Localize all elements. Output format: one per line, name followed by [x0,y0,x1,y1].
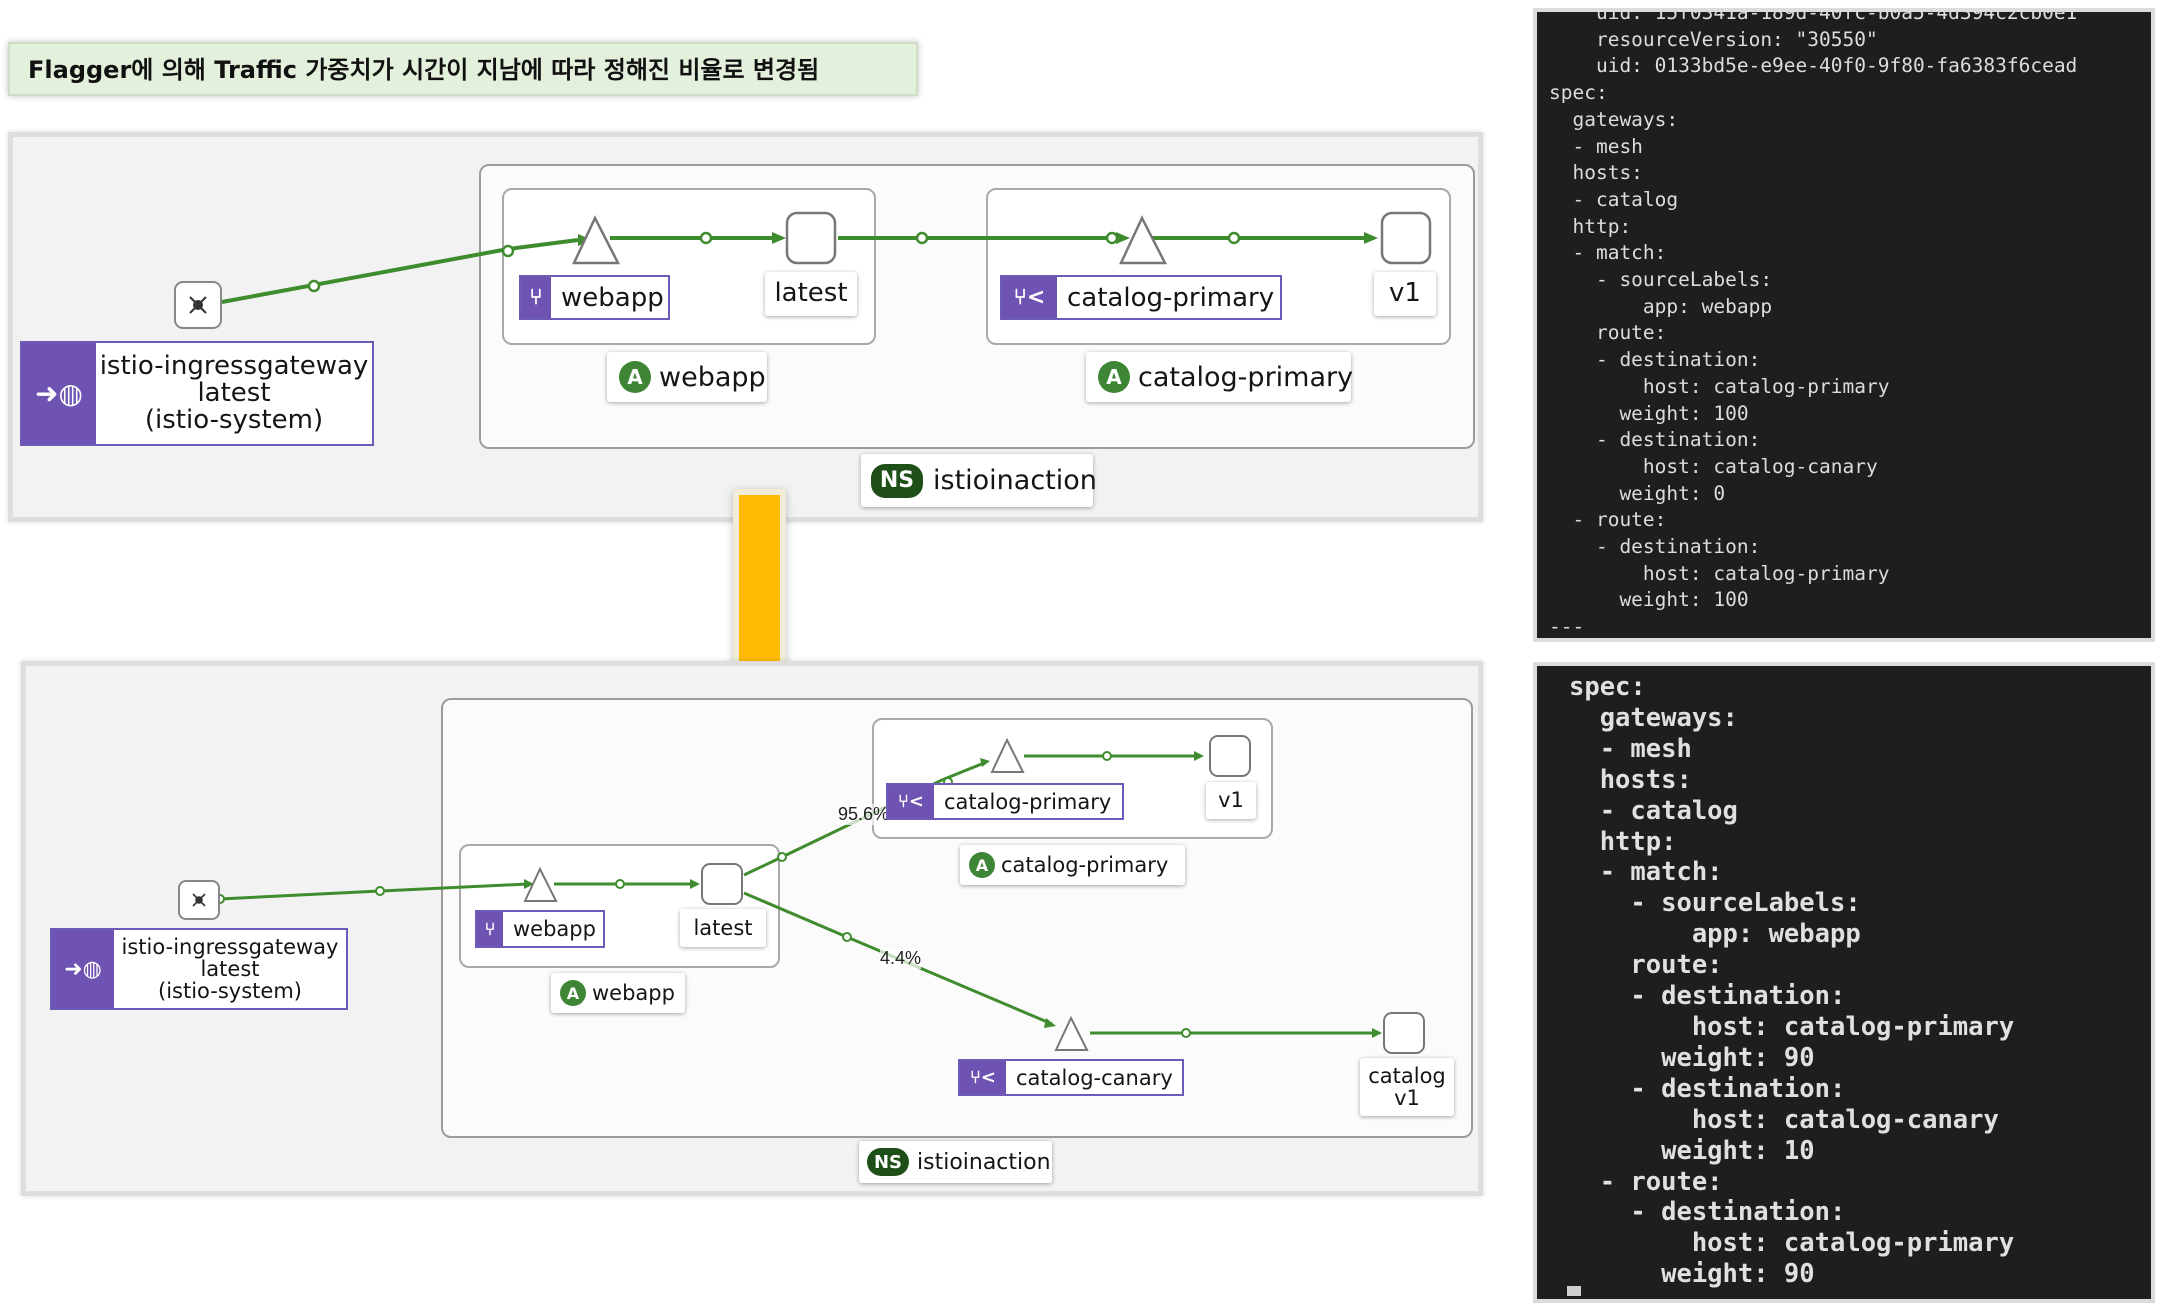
gateway-version: latest [197,377,271,408]
code-line: uid: 0133bd5e-e9ee-40f0-9f80-fa6383f6cea… [1549,54,2078,78]
code-line: - route: [1569,1166,1723,1197]
code-line: - sourceLabels: [1569,888,1861,919]
gateway-globe-icon: ➜◍ [22,343,96,444]
code-line: - mesh [1549,134,1643,158]
bottom-catalog-primary-service-label[interactable]: ⑂< catalog-primary [886,783,1124,820]
canary-traffic-percent: 4.4% [880,948,922,969]
top-ingress-gateway[interactable]: ➜◍ istio-ingressgateway latest (istio-sy… [20,341,374,446]
code-line: gateways: [1549,107,1679,131]
code-line: host: catalog-canary [1549,454,1878,478]
app-badge: A [1098,361,1130,393]
code-line: resourceVersion: "30550" [1549,27,1878,51]
code-line: - destination: [1549,535,1761,559]
bottom-ingress-gateway[interactable]: ➜◍ istio-ingressgateway latest (istio-sy… [50,928,348,1010]
code-line: - destination: [1569,1197,1846,1228]
bottom-catalog-primary-app-tag[interactable]: A catalog-primary [960,845,1185,885]
app-badge: A [619,361,651,393]
bottom-namespace-tag[interactable]: NS istioinaction [859,1141,1052,1183]
app-badge: A [969,852,995,878]
code-panel-bottom: spec: gateways: - mesh hosts: - catalog … [1533,662,2155,1303]
top-webapp-app-tag[interactable]: A webapp [607,352,767,402]
code-line: weight: 100 [1549,588,1749,612]
code-line: spec: [1549,81,1608,105]
app-badge: A [560,980,586,1006]
code-line: route: [1569,950,1723,981]
top-webapp-app-box [502,188,876,345]
code-line: weight: 0 [1549,481,1726,505]
primary-traffic-percent: 95.6% [838,804,890,825]
bottom-webapp-app-tag[interactable]: A webapp [551,973,685,1013]
code-line: - match: [1569,857,1723,888]
code-line: gateways: [1569,702,1738,733]
bottom-v1-workload-label[interactable]: v1 [1206,782,1256,819]
namespace-badge: NS [867,1148,909,1176]
top-webapp-service-label[interactable]: ⑂ webapp [519,275,670,320]
code-line: host: catalog-primary [1569,1228,2015,1259]
code-line: - destination: [1569,1073,1846,1104]
top-catalog-primary-app-tag[interactable]: A catalog-primary [1086,352,1353,402]
code-line: - sourceLabels: [1549,268,1773,292]
code-line: - match: [1549,241,1667,265]
code-line: hosts: [1569,764,1692,795]
service-virtualservice-icon: ⑂< [960,1061,1006,1094]
bottom-webapp-app-box [459,844,780,968]
code-line: http: [1569,826,1677,857]
code-line: - catalog [1549,187,1679,211]
bottom-catalog-v1-workload-label[interactable]: catalog v1 [1360,1058,1454,1116]
service-virtualservice-icon: ⑂< [1002,277,1057,318]
code-line: weight: 90 [1569,1259,1815,1290]
code-line: http: [1549,214,1632,238]
code-line: - mesh [1569,733,1692,764]
bottom-webapp-service-label[interactable]: ⑂ webapp [475,910,605,948]
code-line: host: catalog-primary [1569,1011,2015,1042]
terminal-cursor [1567,1286,1581,1296]
bottom-latest-workload-label[interactable]: latest [680,909,766,947]
code-line: host: catalog-primary [1549,374,1890,398]
top-catalog-primary-service-label[interactable]: ⑂< catalog-primary [1000,275,1282,320]
gateway-namespace: (istio-system) [144,405,324,436]
namespace-badge: NS [871,463,923,498]
gateway-name: istio-ingressgateway [121,934,339,959]
code-line: spec: [1569,672,1646,702]
top-namespace-tag[interactable]: NS istioinaction [861,454,1097,507]
code-line: app: webapp [1549,294,1773,318]
service-virtualservice-icon: ⑂< [888,785,934,818]
bottom-catalog-primary-app-box [872,718,1273,839]
gateway-version: latest [200,956,260,981]
top-catalog-primary-app-box [986,188,1451,345]
code-line: host: catalog-primary [1549,561,1890,585]
code-line: weight: 10 [1569,1135,1815,1166]
code-line: app: webapp [1569,919,1861,950]
code-line: uid: 15f0341a-189d-40fc-b0a5-4d394c2cb0e… [1549,8,2078,24]
code-line: hosts: [1549,161,1643,185]
code-line: - destination: [1569,981,1846,1012]
code-line: host: catalog-canary [1569,1104,1999,1135]
code-line: - catalog [1569,795,1738,826]
service-branch-icon: ⑂ [477,912,503,946]
code-line: - destination: [1549,428,1761,452]
gateway-name: istio-ingressgateway [99,350,369,381]
gateway-namespace: (istio-system) [158,979,302,1004]
code-line: --- [1549,615,1585,639]
code-line: - destination: [1549,348,1761,372]
top-v1-workload-label[interactable]: v1 [1374,272,1436,316]
code-line: route: [1549,321,1667,345]
code-line: - route: [1549,508,1667,532]
top-latest-workload-label[interactable]: latest [765,272,857,316]
bottom-catalog-canary-service-label[interactable]: ⑂< catalog-canary [958,1059,1184,1096]
code-line: weight: 100 [1549,401,1749,425]
code-panel-top: uid: 15f0341a-189d-40fc-b0a5-4d394c2cb0e… [1533,8,2155,642]
service-branch-icon: ⑂ [521,277,551,318]
gateway-globe-icon: ➜◍ [52,930,114,1008]
caption: Flagger에 의해 Traffic 가중치가 시간이 지남에 따라 정해진 … [8,42,918,96]
code-line: weight: 90 [1569,1042,1815,1073]
